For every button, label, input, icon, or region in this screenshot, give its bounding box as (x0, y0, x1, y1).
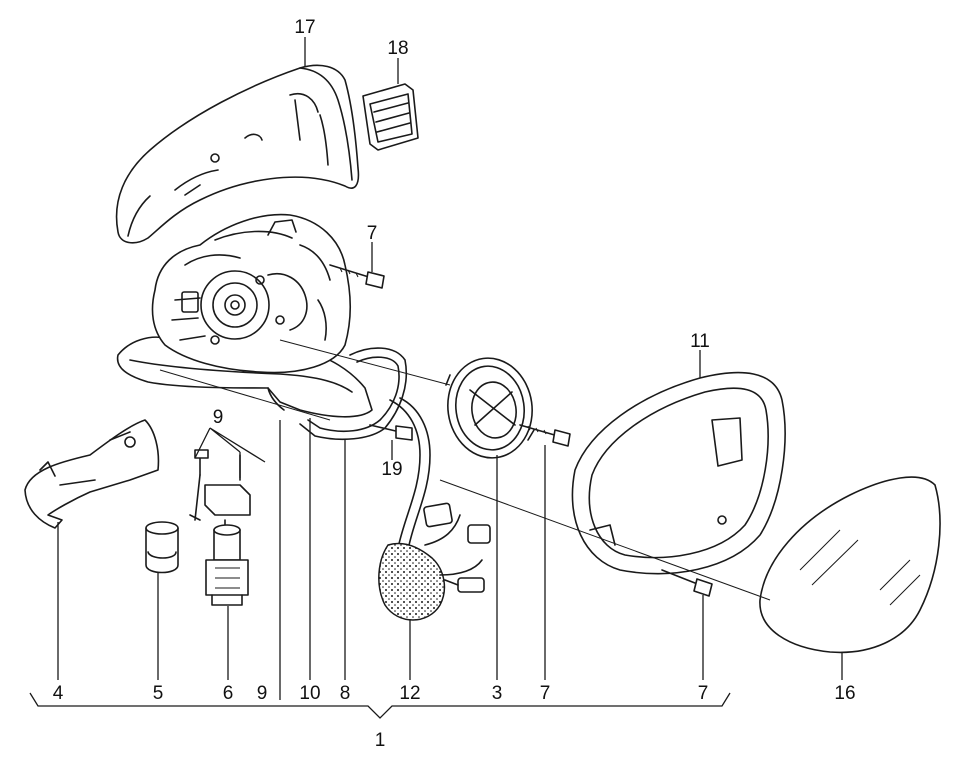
part-3-adapter-ring[interactable] (441, 353, 538, 464)
callout-5: 5 (153, 683, 164, 704)
callout-11: 11 (690, 331, 710, 352)
part-6-sensor[interactable] (205, 524, 249, 606)
assembly-bracket (29, 692, 731, 719)
callout-19: 19 (381, 459, 402, 480)
callout-6: 6 (223, 683, 234, 704)
mirror-adjuster-motor[interactable] (151, 213, 352, 374)
callout-16: 16 (834, 683, 855, 704)
part-4-turn-signal[interactable] (24, 419, 160, 529)
callout-7-top: 7 (367, 223, 378, 244)
part-16-mirror-glass[interactable] (759, 476, 941, 654)
callout-10: 10 (299, 683, 320, 704)
callout-17: 17 (294, 17, 315, 38)
callout-3: 3 (492, 683, 503, 704)
part-18-clip[interactable] (362, 83, 419, 151)
part-19-screw[interactable] (369, 424, 413, 441)
part-7-screw-top[interactable] (329, 264, 385, 289)
callout-9-top: 9 (213, 407, 224, 428)
part-7-screw-middle[interactable] (519, 424, 571, 447)
callout-12: 12 (399, 683, 420, 704)
callout-9: 9 (257, 683, 268, 704)
part-5-cylinder[interactable] (145, 521, 179, 574)
callout-labels: 17 18 7 11 9 19 4 5 6 9 10 8 12 3 7 7 16… (53, 17, 856, 751)
callout-7-middle: 7 (540, 683, 551, 704)
callout-1: 1 (375, 730, 386, 751)
assembly-projection-lines (159, 339, 771, 601)
callout-4: 4 (53, 683, 64, 704)
part-11-mirror-housing-frame[interactable] (571, 371, 786, 575)
part-17-mirror-cap[interactable] (115, 64, 360, 244)
callout-7-right: 7 (698, 683, 709, 704)
part-12-wiring-harness[interactable] (378, 397, 491, 621)
part-7-screw-right[interactable] (661, 569, 713, 597)
part-9-bracket[interactable] (189, 449, 251, 531)
callout-18: 18 (387, 38, 408, 59)
leader-lines (57, 37, 843, 700)
callout-8: 8 (340, 683, 351, 704)
